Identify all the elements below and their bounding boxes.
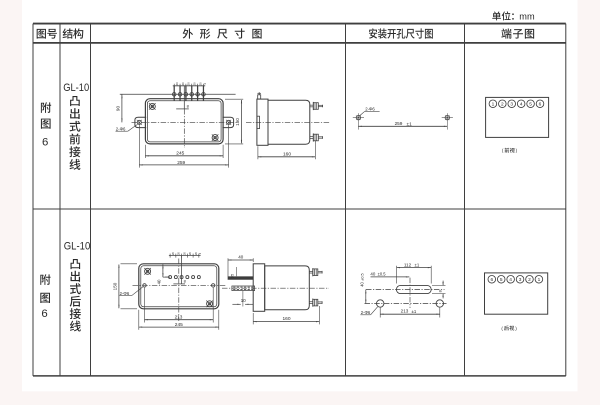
- svg-text:40: 40: [238, 254, 244, 259]
- svg-text:20: 20: [171, 252, 175, 256]
- svg-text:90: 90: [115, 106, 120, 112]
- svg-text:1: 1: [492, 102, 495, 108]
- svg-text:20: 20: [177, 252, 181, 256]
- svg-text:2: 2: [528, 277, 531, 283]
- svg-text:): ): [515, 326, 517, 331]
- svg-text:6: 6: [539, 102, 542, 108]
- svg-text:2-Φ6: 2-Φ6: [365, 106, 375, 111]
- svg-text:2: 2: [501, 102, 504, 108]
- svg-text:40: 40: [157, 279, 162, 284]
- svg-text:±0.5: ±0.5: [361, 273, 365, 280]
- svg-text:20: 20: [192, 82, 196, 86]
- svg-text:3: 3: [203, 83, 207, 85]
- svg-text:40: 40: [360, 282, 365, 287]
- svg-text:160: 160: [283, 152, 291, 158]
- svg-text:20: 20: [194, 252, 198, 256]
- svg-text:6: 6: [42, 136, 48, 148]
- svg-text:213: 213: [401, 309, 409, 314]
- svg-text:±1: ±1: [415, 263, 420, 268]
- svg-text:20: 20: [182, 252, 186, 256]
- svg-text:40: 40: [370, 272, 375, 277]
- svg-text:8: 8: [187, 104, 190, 109]
- svg-text:10: 10: [241, 298, 246, 303]
- svg-text:8: 8: [184, 279, 187, 284]
- svg-text:5: 5: [500, 277, 503, 283]
- svg-text:(: (: [501, 326, 503, 331]
- svg-text:4: 4: [509, 277, 512, 283]
- svg-text:GL-10: GL-10: [64, 241, 91, 253]
- svg-text:2-Φ6: 2-Φ6: [116, 126, 126, 131]
- svg-text:6: 6: [41, 308, 47, 320]
- svg-text:3: 3: [198, 252, 202, 254]
- svg-text:150: 150: [235, 118, 240, 126]
- svg-text:8: 8: [437, 289, 442, 292]
- svg-text:20: 20: [187, 82, 191, 86]
- svg-text:150: 150: [113, 282, 118, 290]
- svg-text:245: 245: [175, 322, 183, 328]
- svg-text:6: 6: [490, 277, 493, 283]
- svg-text:3: 3: [510, 102, 513, 108]
- svg-text:): ): [516, 148, 518, 153]
- svg-text:35: 35: [229, 273, 234, 278]
- svg-text:259: 259: [395, 121, 403, 126]
- svg-text:GL-10: GL-10: [63, 82, 89, 94]
- svg-text:1: 1: [538, 277, 541, 283]
- svg-text:245: 245: [176, 151, 184, 157]
- svg-text:20: 20: [181, 82, 185, 86]
- svg-text:2-Φ6: 2-Φ6: [361, 310, 371, 315]
- svg-text:20: 20: [175, 82, 179, 86]
- svg-text:259: 259: [177, 160, 185, 166]
- svg-text:112: 112: [404, 262, 412, 267]
- svg-text:mm: mm: [519, 12, 535, 22]
- svg-text:20: 20: [188, 252, 192, 256]
- svg-text:5: 5: [529, 102, 532, 108]
- svg-text:160: 160: [282, 316, 290, 322]
- svg-text:20: 20: [198, 82, 202, 86]
- svg-text:±1: ±1: [407, 121, 413, 127]
- svg-text:(: (: [502, 148, 504, 153]
- svg-text:213: 213: [175, 314, 183, 319]
- svg-text:±1: ±1: [412, 309, 417, 314]
- svg-text:2-Φ6: 2-Φ6: [120, 291, 130, 296]
- svg-text:4: 4: [520, 102, 523, 108]
- svg-text:3: 3: [519, 277, 522, 283]
- svg-text:±0.5: ±0.5: [378, 272, 387, 277]
